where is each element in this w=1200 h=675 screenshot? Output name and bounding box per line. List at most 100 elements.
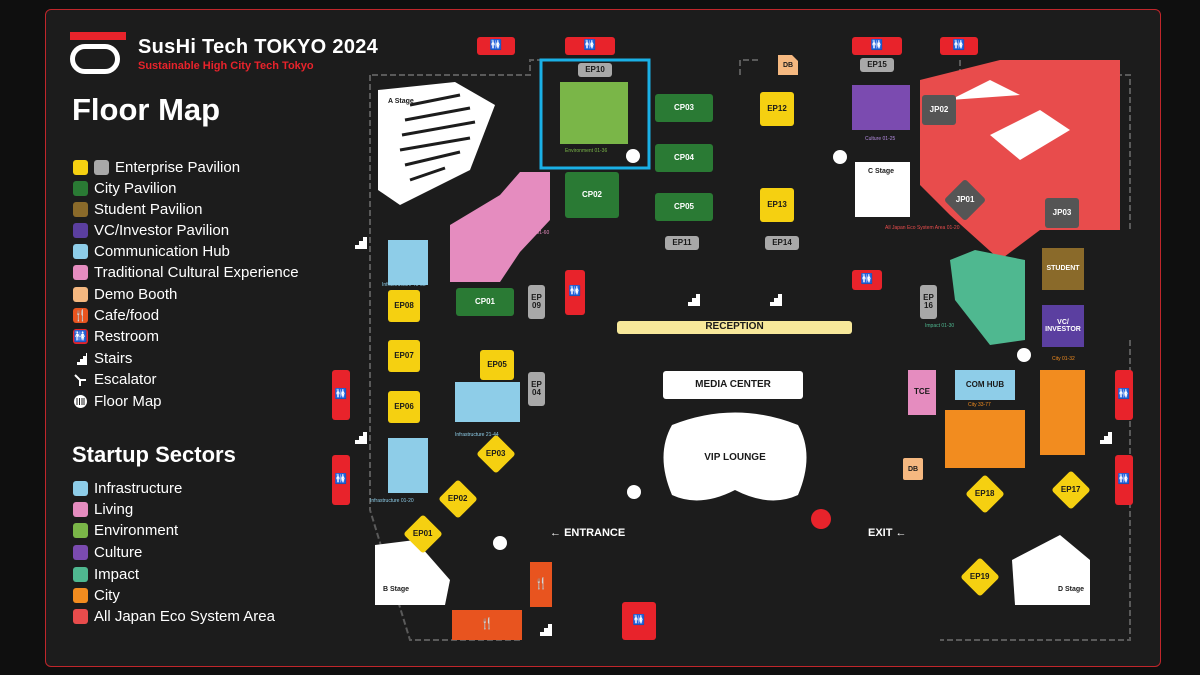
booth-ep09[interactable]: EP 09 <box>528 285 545 319</box>
legend-label: VC/Investor Pavilion <box>94 221 230 239</box>
legend-city-pavilion: City Pavilion <box>73 179 177 197</box>
legend-communication-hub: Communication Hub <box>73 242 230 260</box>
restroom-icon[interactable]: 🚻 <box>565 37 615 55</box>
restroom-icon[interactable]: 🚻 <box>565 270 585 315</box>
legend-restroom: 🚻 Restroom <box>73 327 159 345</box>
legend-swatch <box>73 566 88 582</box>
exit-text: EXIT <box>868 527 893 539</box>
stage-a-label: A Stage <box>388 98 414 105</box>
legend-swatch <box>73 587 88 603</box>
legend-demo-booth: Demo Booth <box>73 285 177 303</box>
legend-vc-investor: VC/Investor Pavilion <box>73 221 229 239</box>
restroom-icon[interactable]: 🚻 <box>332 370 350 420</box>
booth-cp03[interactable]: CP03 <box>655 94 713 122</box>
booth-ep07[interactable]: EP07 <box>388 340 420 372</box>
sectors-heading: Startup Sectors <box>72 442 236 467</box>
legend-living: Living <box>73 500 133 518</box>
logo-red-bar <box>70 32 126 40</box>
booth-ep04[interactable]: EP 04 <box>528 372 545 406</box>
booth-jp03[interactable]: JP03 <box>1045 198 1079 228</box>
legend-label: Communication Hub <box>94 242 230 260</box>
stage-d-label: D Stage <box>1058 586 1085 593</box>
tce-booth[interactable]: TCE <box>914 387 930 397</box>
restroom-icon[interactable]: 🚻 <box>477 37 515 55</box>
entrance-label: ← ENTRANCE <box>550 527 626 539</box>
booth-ep14[interactable]: EP14 <box>765 236 799 250</box>
zone-impact-label: Impact 01-30 <box>925 323 955 329</box>
page-title: Floor Map <box>72 92 221 127</box>
legend-label: Impact <box>94 565 140 583</box>
restroom-icon[interactable]: 🚻 <box>622 602 656 640</box>
vc-investor-pavilion[interactable]: VC/ INVESTOR <box>1045 318 1081 333</box>
booth-ep06[interactable]: EP06 <box>388 391 420 423</box>
com-hub[interactable]: COM HUB <box>965 379 1005 389</box>
legend-culture: Culture <box>73 543 142 561</box>
booth-ep15[interactable]: EP15 <box>860 58 894 72</box>
restroom-icon[interactable]: 🚻 <box>1115 455 1133 505</box>
booth-ep12[interactable]: EP12 <box>760 92 794 126</box>
legend-swatch <box>73 501 88 517</box>
legend-swatch <box>73 222 88 238</box>
legend-label: Student Pavilion <box>94 200 203 218</box>
legend-swatch <box>73 243 88 259</box>
legend-label: City <box>94 586 120 604</box>
zone-city1-label: City 01-32 <box>1052 356 1075 362</box>
booth-ep16[interactable]: EP 16 <box>920 285 937 319</box>
legend-cafe-food: 🍴 Cafe/food <box>73 306 159 324</box>
stage-b-label: B Stage <box>383 586 410 593</box>
media-center[interactable]: MEDIA CENTER <box>695 378 771 390</box>
student-pavilion[interactable]: STUDENT <box>1046 265 1080 273</box>
legend-student-pavilion: Student Pavilion <box>73 200 202 218</box>
booth-ep11[interactable]: EP11 <box>665 236 699 250</box>
exit-label: EXIT ← <box>868 527 907 539</box>
cafe-icon[interactable]: 🍴 <box>480 618 494 631</box>
restroom-icon[interactable]: 🚻 <box>852 37 902 55</box>
legend-all-japan: All Japan Eco System Area <box>73 607 275 625</box>
zone-infra1-label: Infrastructure 45-58 <box>382 282 426 288</box>
booth-label: EP18 <box>975 488 995 498</box>
restroom-icon[interactable]: 🚻 <box>332 455 350 505</box>
legend-label: Stairs <box>94 349 133 367</box>
legend-floor-map: Floor Map <box>73 392 162 410</box>
booth-ep10[interactable]: EP10 <box>578 63 612 77</box>
zone-living-label: Living 01-60 <box>522 230 550 236</box>
legend-environment: Environment <box>73 521 178 539</box>
booth-cp04[interactable]: CP04 <box>655 144 713 172</box>
demo-booth-2[interactable]: DB <box>907 466 919 474</box>
legend-escalator: Escalator <box>73 370 157 388</box>
legend-label: Restroom <box>94 327 160 345</box>
booth-ep05[interactable]: EP05 <box>480 350 514 380</box>
restroom-icon[interactable]: 🚻 <box>940 37 978 55</box>
legend-swatch <box>73 544 88 560</box>
booth-cp02[interactable]: CP02 <box>565 172 619 218</box>
cafe-icon[interactable]: 🍴 <box>534 578 548 591</box>
booth-ep13[interactable]: EP13 <box>760 188 794 222</box>
booth-cp01[interactable]: CP01 <box>456 288 514 316</box>
legend-traditional-culture: Traditional Cultural Experience <box>73 263 299 281</box>
legend-label: Escalator <box>94 370 157 388</box>
cafe-icon: 🍴 <box>73 307 88 323</box>
zone-infra2-label: Infrastructure 21-44 <box>455 432 499 438</box>
demo-booth-1[interactable]: DB <box>782 62 794 70</box>
legend-enterprise-pavilion: Enterprise Pavilion <box>73 158 240 176</box>
legend-swatch <box>73 264 88 280</box>
legend-label: Traditional Cultural Experience <box>94 263 299 281</box>
restroom-icon[interactable]: 🚻 <box>1115 370 1133 420</box>
booth-label: EP01 <box>413 528 433 538</box>
legend-swatch <box>73 522 88 538</box>
stage-c-label: C Stage <box>868 168 895 175</box>
zone-city2-label: City 33-77 <box>968 402 991 408</box>
brand-subtitle: Sustainable High City Tech Tokyo <box>138 60 314 72</box>
legend-label: Culture <box>94 543 143 561</box>
booth-ep08[interactable]: EP08 <box>388 290 420 322</box>
restroom-icon[interactable]: 🚻 <box>852 270 882 290</box>
entrance-text: ENTRANCE <box>564 527 626 539</box>
legend-label: Enterprise Pavilion <box>115 158 241 176</box>
booth-jp02[interactable]: JP02 <box>922 95 956 125</box>
vip-lounge[interactable]: VIP LOUNGE <box>704 451 766 463</box>
legend-stairs: Stairs <box>73 349 132 367</box>
legend-label: Living <box>94 500 134 518</box>
legend-swatch <box>73 286 88 302</box>
booth-cp05[interactable]: CP05 <box>655 193 713 221</box>
